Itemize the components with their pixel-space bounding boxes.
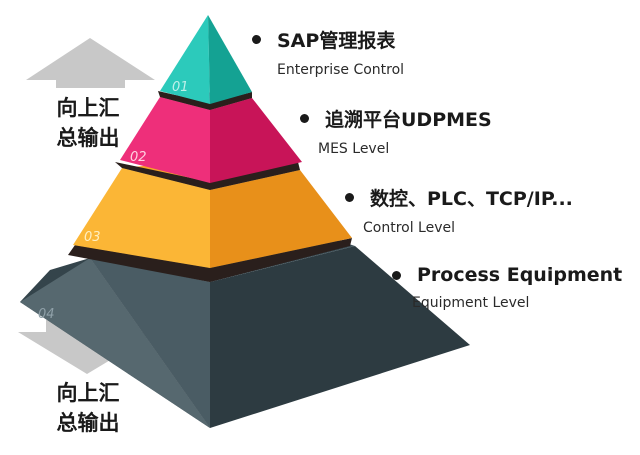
bullet-icon xyxy=(300,114,309,123)
up-arrow-icon xyxy=(26,38,155,88)
upper-side-text-line-1: 向上汇 xyxy=(56,96,120,120)
level-3-number: 03 xyxy=(84,230,101,245)
upper-side-text-line-2: 总输出 xyxy=(56,126,120,150)
level-3-title: 数控、PLC、TCP/IP... xyxy=(370,188,573,210)
level-1-number: 01 xyxy=(172,80,189,95)
level-2-number: 02 xyxy=(130,150,147,165)
level-2-title: 追溯平台UDPMES xyxy=(325,109,492,131)
level-3-subtitle: Control Level xyxy=(363,220,456,236)
level-2-label: 追溯平台UDPMES MES Level xyxy=(300,105,492,157)
bullet-icon xyxy=(345,193,354,202)
level-2-subtitle: MES Level xyxy=(318,141,390,157)
lower-side-text-line-1: 向上汇 xyxy=(56,381,120,405)
level-4-subtitle: Equipment Level xyxy=(412,295,530,311)
lower-side-text: 向上汇 总输出 xyxy=(46,378,130,438)
level-3-label: 数控、PLC、TCP/IP... Control Level xyxy=(345,184,573,236)
level-1-title: SAP管理报表 xyxy=(277,30,396,52)
bullet-icon xyxy=(392,270,401,280)
level-1-subtitle: Enterprise Control xyxy=(277,62,405,78)
level-4-title: Process Equipment xyxy=(417,264,623,286)
level-1-label: SAP管理报表 Enterprise Control xyxy=(252,26,404,78)
lower-side-text-line-2: 总输出 xyxy=(56,411,120,435)
pyramid-level-1 xyxy=(160,15,252,104)
bullet-icon xyxy=(252,35,261,44)
level-4-label: Process Equipment Equipment Level xyxy=(392,264,622,311)
level-4-number: 04 xyxy=(38,307,55,322)
upper-side-text: 向上汇 总输出 xyxy=(46,93,130,153)
